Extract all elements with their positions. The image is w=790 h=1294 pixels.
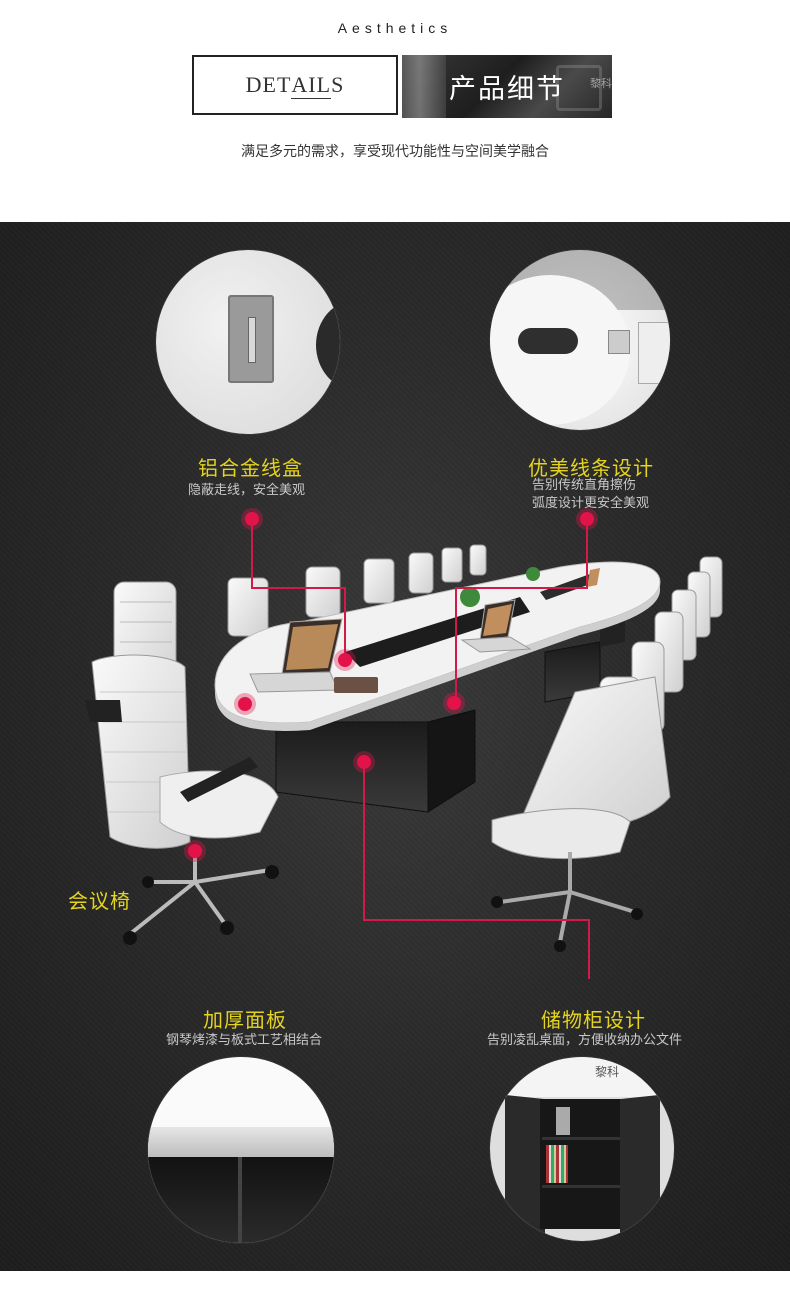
right-chair-row — [491, 556, 723, 860]
cable-box-desc: 隐蔽走线，安全美观 — [188, 483, 306, 498]
curve-line-v — [586, 519, 588, 589]
panel-dot — [238, 697, 252, 711]
cabinet-line-v — [363, 762, 365, 920]
curve-target-dot — [447, 696, 461, 710]
table-cabinets — [275, 610, 625, 813]
cable-box-line-h — [251, 587, 346, 589]
product-details-title: 产品细节 — [449, 74, 565, 105]
cabinet-desc: 告别凌乱桌面，方便收纳办公文件 — [487, 1033, 683, 1048]
aesthetics-label: Aesthetics — [337, 20, 453, 36]
cable-box-line-v2 — [344, 587, 346, 655]
banner-chair-image — [402, 55, 446, 118]
storage-cabinet-detail-image: 黎科 — [490, 1057, 674, 1241]
curve-desc-2: 弧度设计更安全美观 — [532, 496, 650, 511]
back-chair-row — [227, 544, 487, 637]
thick-panel-detail-image — [148, 1057, 334, 1243]
grommet-slot — [518, 328, 578, 354]
cabinet-line-v2 — [588, 919, 590, 979]
right-chair-base — [499, 852, 636, 943]
curve-design-detail-image — [490, 250, 670, 430]
curve-line-v2 — [455, 587, 457, 699]
feature-section: 铝合金线盒 隐蔽走线，安全美观 优美线条设计 告别传统直角擦伤 弧度设计更安全美… — [0, 222, 790, 1271]
curve-title: 优美线条设计 — [528, 456, 654, 480]
product-details-banner: 黎科 产品细节 — [402, 55, 612, 118]
panel-desc: 钢琴烤漆与板式工艺相结合 — [166, 1033, 323, 1048]
cable-box-title: 铝合金线盒 — [198, 456, 303, 480]
details-text-left: DET — [245, 72, 292, 97]
chair-title: 会议椅 — [68, 889, 131, 913]
cable-box-line-v — [251, 519, 253, 587]
laptops — [249, 568, 600, 693]
cabinet-bg-text: 黎科 — [595, 1065, 620, 1079]
chair-dot — [188, 844, 202, 858]
banner-frame-image — [556, 65, 602, 111]
details-text-underlined: AIL — [291, 71, 332, 99]
cabinet-title: 储物柜设计 — [541, 1008, 646, 1032]
left-front-chair — [85, 654, 279, 945]
page-subtitle: 满足多元的需求，享受现代功能性与空间美学融合 — [241, 144, 549, 160]
bottom-strip — [0, 1271, 790, 1294]
cable-box-target-dot — [338, 653, 352, 667]
curve-desc-1: 告别传统直角擦伤 — [532, 478, 637, 493]
details-text-right: S — [331, 72, 345, 97]
table-edge-cutout — [316, 300, 340, 390]
conference-table-illustration — [85, 544, 723, 952]
cable-box-plate — [228, 295, 274, 383]
cable-box-detail-image — [156, 250, 340, 434]
curve-line-h — [455, 587, 588, 589]
cabinet-line-h — [363, 919, 590, 921]
panel-title: 加厚面板 — [203, 1008, 287, 1032]
banner-bg-text: 黎科 — [590, 77, 612, 90]
